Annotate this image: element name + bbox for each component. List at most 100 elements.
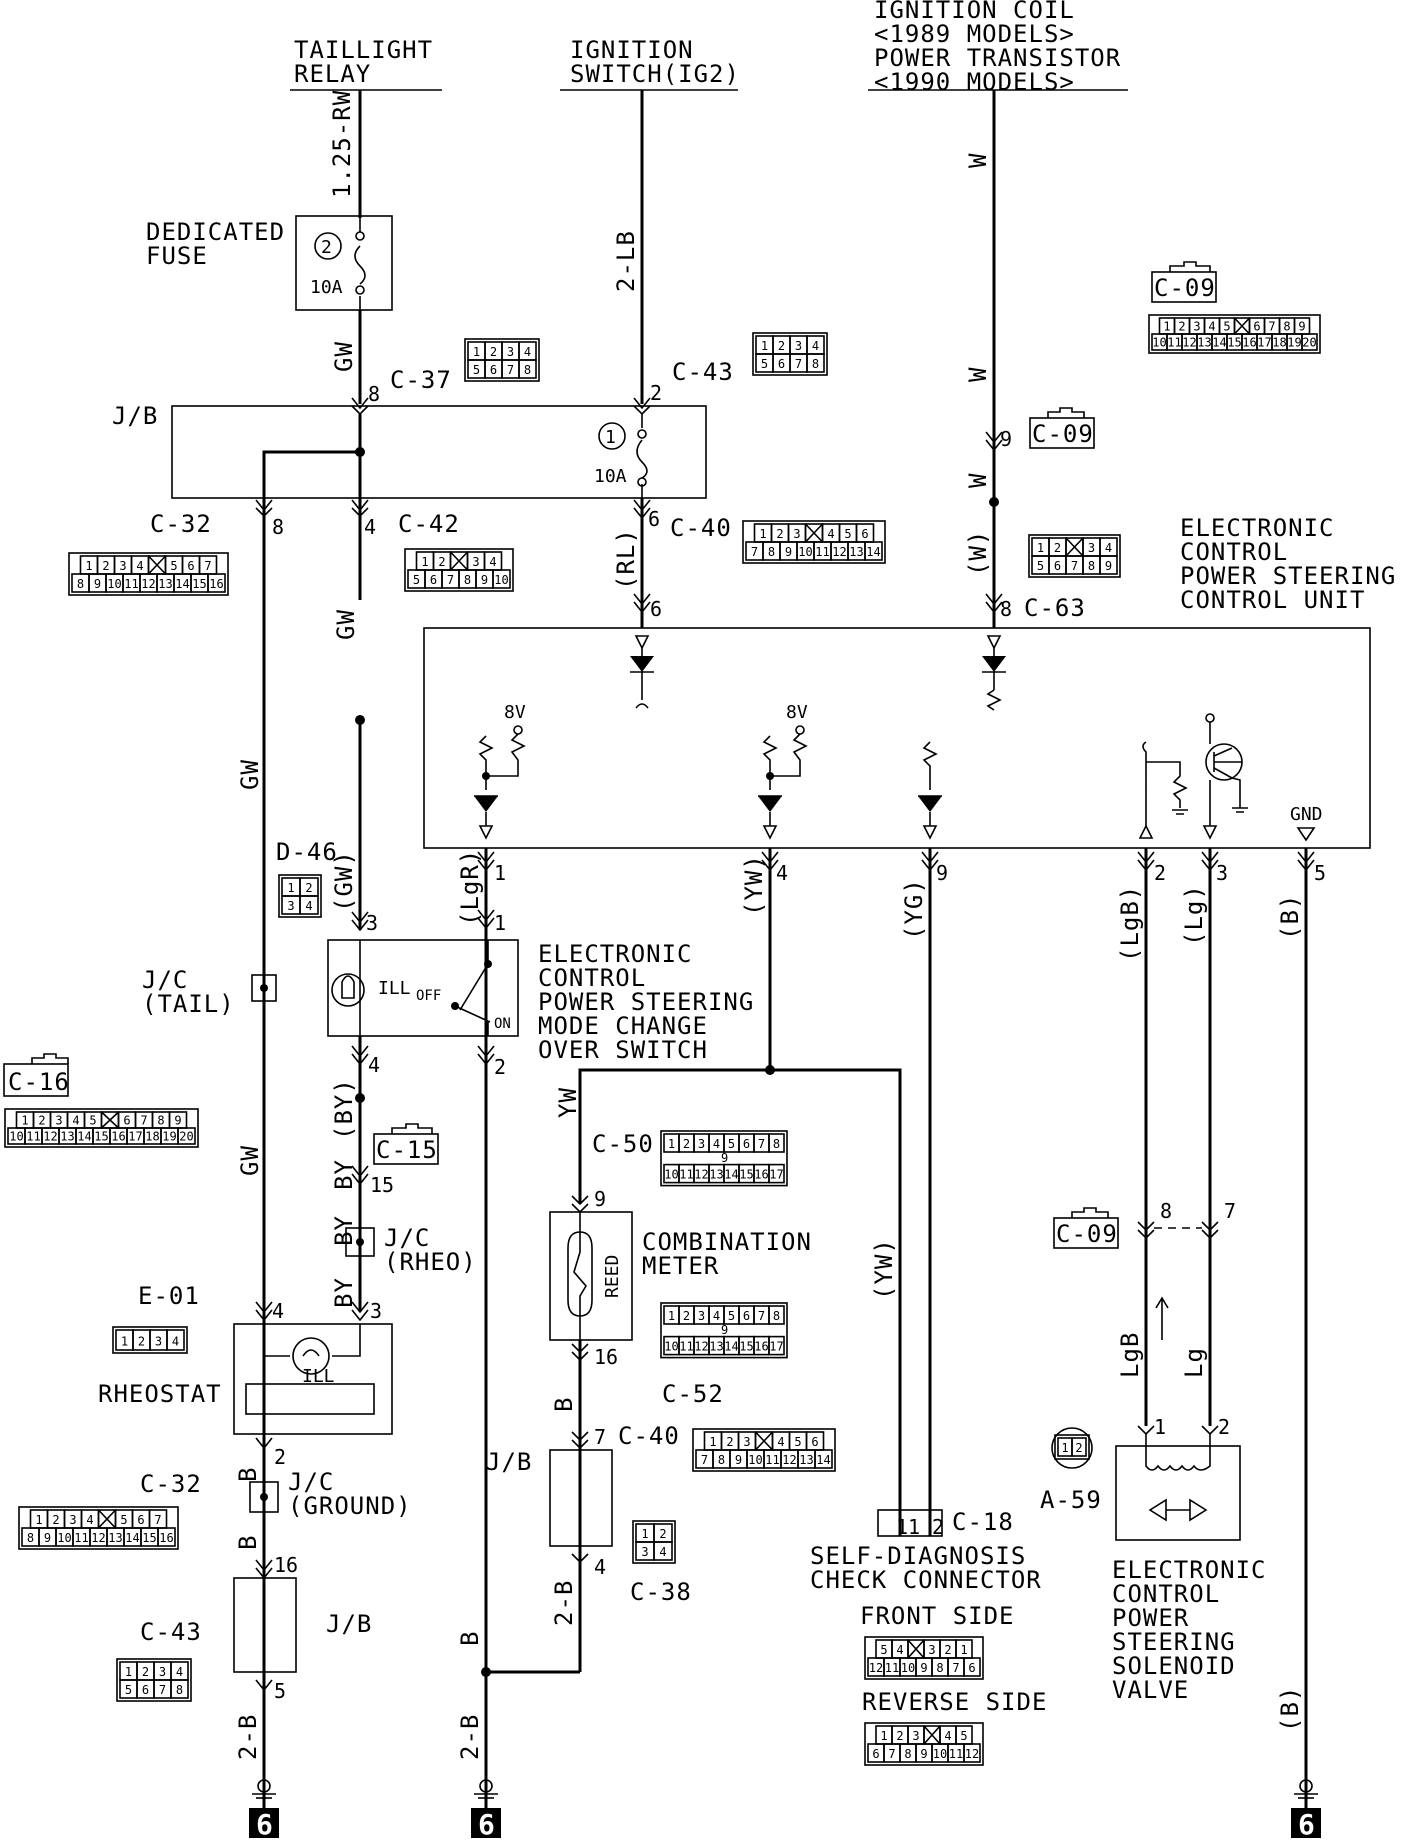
reverse-pin: 7 — [888, 1747, 895, 1761]
diag-pin11: 11 — [896, 1515, 920, 1539]
c16-label: C-16 — [8, 1068, 70, 1096]
c40_bot-pin: 6 — [811, 1435, 818, 1449]
c43-top-label: C-43 — [672, 358, 734, 386]
c40_top-pin: 11 — [815, 545, 829, 559]
c09_big-pin: 11 — [1167, 335, 1181, 349]
ecu-out4: 4 — [776, 861, 788, 885]
c40_bot-pin: 7 — [701, 1453, 708, 1467]
c37-pin: 5 — [473, 363, 480, 377]
reverse-pin: 8 — [904, 1747, 911, 1761]
c32_bot-outline — [18, 1506, 179, 1550]
c42-pin: 5 — [413, 573, 420, 587]
c52-pin: 4 — [713, 1309, 720, 1323]
front-pin: 8 — [936, 1661, 943, 1675]
jb-bot-pin5-mark — [255, 1679, 273, 1692]
front-pin: 9 — [920, 1661, 927, 1675]
c50-cell — [768, 1133, 785, 1153]
c52-pin: 6 — [743, 1309, 750, 1323]
c15-tab — [391, 1123, 433, 1134]
ecu-pin3-top-term — [1205, 713, 1215, 723]
c50-pin: 10 — [664, 1168, 678, 1182]
valve-pin1-mark — [1137, 1425, 1155, 1436]
c09-bot-pin7-mark — [1201, 1221, 1219, 1240]
wire-lg-label: Lg — [1180, 1347, 1208, 1378]
c52-pin: 12 — [694, 1340, 708, 1354]
c16-pin: 11 — [26, 1129, 40, 1143]
ecu-pin4-node — [766, 772, 774, 780]
c40-top-label: C-40 — [670, 514, 732, 542]
c63-pin: 7 — [1071, 559, 1078, 573]
c40_top-outline — [742, 520, 886, 564]
ecu-pin1-node — [482, 772, 490, 780]
reverse-pin: 11 — [949, 1747, 963, 1761]
rheostat-box — [233, 1323, 393, 1435]
c09_big-pin: 10 — [1152, 335, 1166, 349]
c16-pin: 9 — [174, 1113, 181, 1127]
reverse-pin: 4 — [944, 1729, 951, 1743]
wire-lgb-label: LgB — [1116, 1332, 1144, 1378]
c37-pin: 6 — [490, 363, 497, 377]
ecu-pin1-resistor — [478, 735, 494, 790]
c15-pin-mark — [351, 1165, 369, 1186]
c50-pin: 12 — [694, 1168, 708, 1182]
jb-fuse-term-top — [637, 429, 647, 439]
wire-gw-top-label: GW — [330, 341, 358, 372]
c40_top-cell — [864, 541, 883, 561]
c32_bot-pin: 6 — [137, 1513, 144, 1527]
dedicated-fuse-number: 2 — [321, 237, 332, 258]
c09_big-pin: 3 — [1193, 319, 1200, 333]
c50-pin: 4 — [713, 1137, 720, 1151]
wire-2b-label-3: 2-B — [550, 1580, 578, 1626]
ecu-pin3-wires — [1209, 722, 1241, 826]
c40_bot-pin: 1 — [709, 1435, 716, 1449]
c40_bot-pin: 3 — [743, 1435, 750, 1449]
ecu-8v-2-resistor — [770, 733, 808, 777]
meter-reed-icon — [567, 1231, 593, 1317]
front-pin: 1 — [960, 1643, 967, 1657]
c16-pin: 4 — [72, 1113, 79, 1127]
c32_top-pin: 7 — [204, 559, 211, 573]
wire-2lb-label: 2-LB — [612, 230, 640, 292]
c37-pin: 1 — [473, 345, 480, 359]
c43_top-pin: 8 — [812, 357, 819, 371]
c09-bot-pin8-mark — [1137, 1221, 1155, 1240]
ecu-gnd-arrow — [1296, 827, 1316, 842]
c32_top-pin: 16 — [209, 577, 223, 591]
front-pin: 6 — [968, 1661, 975, 1675]
wire-b-paren-label-1: (B) — [1276, 894, 1304, 940]
c09-top-label: C-09 — [1154, 274, 1216, 302]
c38-outline — [632, 1520, 676, 1564]
c37-pin: 3 — [507, 345, 514, 359]
c52-cell — [768, 1305, 785, 1325]
c50-pin: 3 — [698, 1137, 705, 1151]
c32_top-pin: 2 — [102, 559, 109, 573]
c50-pin: 13 — [709, 1168, 723, 1182]
ecu-pin8-mark — [985, 593, 1003, 614]
c32_bot-pin: 7 — [154, 1513, 161, 1527]
c37-pin: 2 — [490, 345, 497, 359]
meter-reed-contact — [573, 1212, 587, 1340]
front-pin: 11 — [885, 1661, 899, 1675]
c43_top-pin: 2 — [778, 339, 785, 353]
c52-pin: 1 — [668, 1309, 675, 1323]
c40_bot-cell — [814, 1449, 833, 1469]
ecu-pin3-ground — [1232, 807, 1248, 813]
c40_top-pin: 13 — [849, 545, 863, 559]
c42-pin: 6 — [430, 573, 437, 587]
c40_top-pin: 2 — [776, 527, 783, 541]
e01-pin: 4 — [172, 1335, 179, 1349]
ecu-pin4-resistor — [762, 735, 778, 790]
c32_top-pin: 4 — [136, 559, 143, 573]
ecu-in6-term — [635, 703, 649, 709]
wire-lgr-label: (LgR) — [456, 849, 484, 926]
ecu-8v-1: 8V — [504, 702, 526, 723]
jb-mid-pin4-mark — [571, 1553, 589, 1564]
a59-pin: 2 — [1075, 1441, 1082, 1455]
valve-pin2-mark — [1201, 1425, 1219, 1436]
